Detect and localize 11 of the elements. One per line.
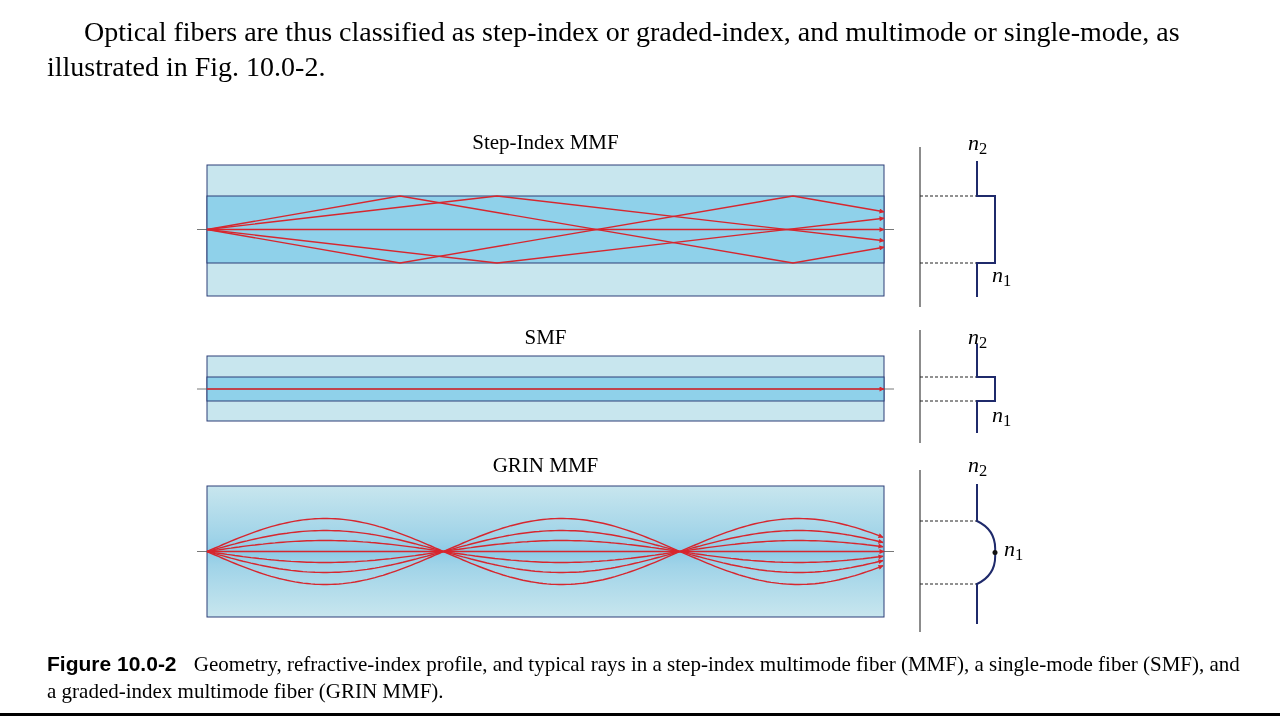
fiber-title: GRIN MMF xyxy=(492,455,599,476)
index-label: n$_{2}$ xyxy=(968,132,988,154)
figure-caption: Figure 10.0-2 Geometry, refractive-index profile, and typical rays in a step-index multimode fiber (MMF), a single-mode fiber (SMF), and a graded-index multimode fiber (GRIN MMF). xyxy=(47,651,1241,705)
index-label: n$_{1}$ xyxy=(1004,538,1024,560)
index-label: n$_{2}$ xyxy=(968,326,988,348)
index-label: n$_{1}$ xyxy=(992,404,1012,426)
index-label: n$_{2}$ xyxy=(968,454,988,476)
fiber-title: SMF xyxy=(524,327,567,348)
index-label: n$_{1}$ xyxy=(992,264,1012,286)
fiber-title: Step-Index MMF xyxy=(472,132,619,153)
intro-paragraph: Optical fibers are thus classified as step-index or graded-index, and multimode or single-mode, as illustrated in Fig. 10.0-2. xyxy=(47,15,1181,84)
